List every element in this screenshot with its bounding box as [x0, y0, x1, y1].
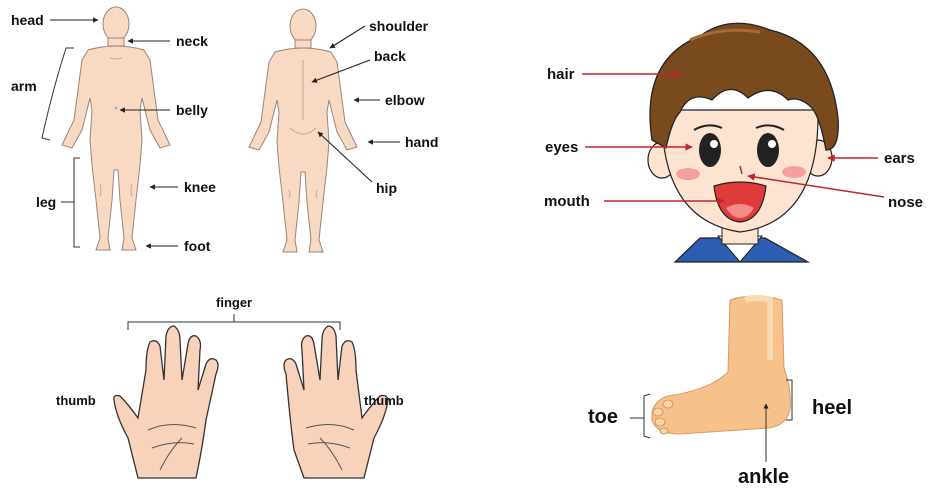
body-brackets	[42, 48, 80, 247]
label-hair: hair	[547, 67, 575, 82]
finger-bracket	[128, 314, 340, 330]
back-body-figure	[249, 9, 357, 252]
label-neck: neck	[176, 34, 208, 48]
label-foot: foot	[184, 239, 210, 253]
label-leg: leg	[36, 195, 56, 209]
label-shoulder: shoulder	[369, 19, 428, 33]
label-ears: ears	[884, 151, 915, 166]
label-thumb-left: thumb	[56, 394, 96, 407]
label-knee: knee	[184, 180, 216, 194]
label-hand: hand	[405, 135, 438, 149]
label-belly: belly	[176, 103, 208, 117]
label-elbow: elbow	[385, 93, 425, 107]
label-finger: finger	[216, 296, 252, 309]
label-head: head	[11, 13, 44, 27]
label-ankle: ankle	[738, 467, 789, 487]
label-heel: heel	[812, 398, 852, 418]
label-arm: arm	[11, 79, 37, 93]
label-mouth: mouth	[544, 194, 590, 209]
label-hip: hip	[376, 181, 397, 195]
boy-face-illustration	[648, 23, 838, 262]
label-thumb-right: thumb	[364, 394, 404, 407]
front-body-figure	[62, 7, 170, 250]
label-back: back	[374, 49, 406, 63]
label-nose: nose	[888, 195, 923, 210]
label-eyes: eyes	[545, 140, 578, 155]
foot-illustration	[652, 296, 791, 434]
hands-illustration	[114, 326, 388, 478]
label-toe: toe	[588, 407, 618, 427]
